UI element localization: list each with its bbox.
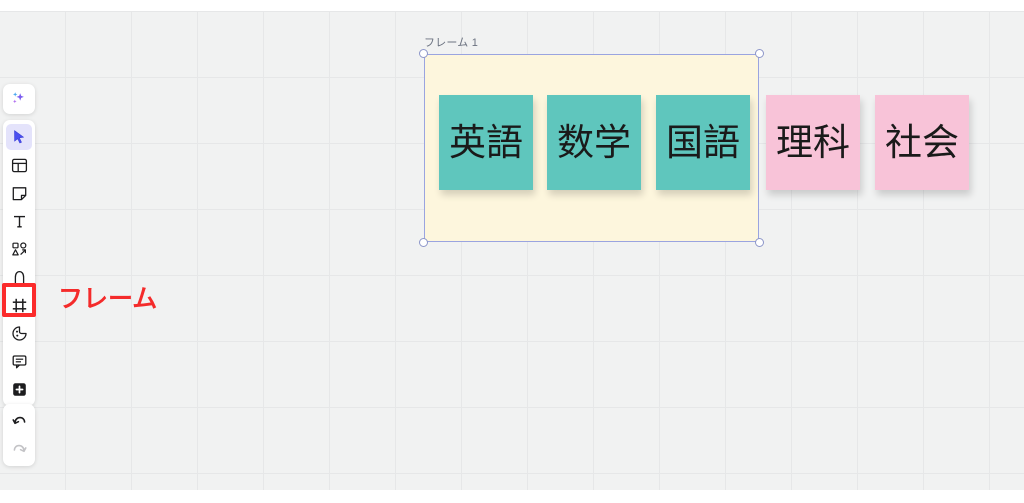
sticky-note-text: 国語 (666, 121, 740, 164)
sticky-note-text: 社会 (885, 121, 959, 164)
tool-select[interactable] (6, 124, 32, 150)
resize-handle-bottom-left[interactable] (419, 238, 428, 247)
resize-handle-bottom-right[interactable] (755, 238, 764, 247)
main-toolbar (3, 120, 35, 406)
tool-template[interactable] (6, 152, 32, 178)
tool-frame[interactable] (6, 292, 32, 318)
annotation-label: フレーム (58, 284, 158, 313)
undo-button[interactable] (6, 408, 32, 434)
sticky-note[interactable]: 数学 (547, 95, 641, 190)
tool-more[interactable] (6, 376, 32, 402)
sticky-note[interactable]: 英語 (439, 95, 533, 190)
history-toolbar (3, 404, 35, 466)
ai-panel (3, 84, 35, 114)
sticky-note-text: 英語 (449, 121, 523, 164)
sticky-note-text: 理科 (776, 121, 850, 164)
tool-text[interactable] (6, 208, 32, 234)
sticky-note[interactable]: 社会 (875, 95, 969, 190)
resize-handle-top-right[interactable] (755, 49, 764, 58)
tool-sticky-note[interactable] (6, 180, 32, 206)
sticky-note-text: 数学 (557, 121, 631, 164)
tool-comment[interactable] (6, 348, 32, 374)
frame-label[interactable]: フレーム 1 (424, 37, 479, 49)
sticky-note[interactable]: 国語 (656, 95, 750, 190)
canvas-grid[interactable]: フレーム 1 英語数学国語理科社会 (0, 11, 1024, 490)
sticky-note[interactable]: 理科 (766, 95, 860, 190)
tool-shapes[interactable] (6, 236, 32, 262)
resize-handle-top-left[interactable] (419, 49, 428, 58)
ai-sparkle-icon[interactable] (6, 86, 32, 112)
redo-button[interactable] (6, 436, 32, 462)
tool-pen[interactable] (6, 264, 32, 290)
tool-sticker[interactable] (6, 320, 32, 346)
